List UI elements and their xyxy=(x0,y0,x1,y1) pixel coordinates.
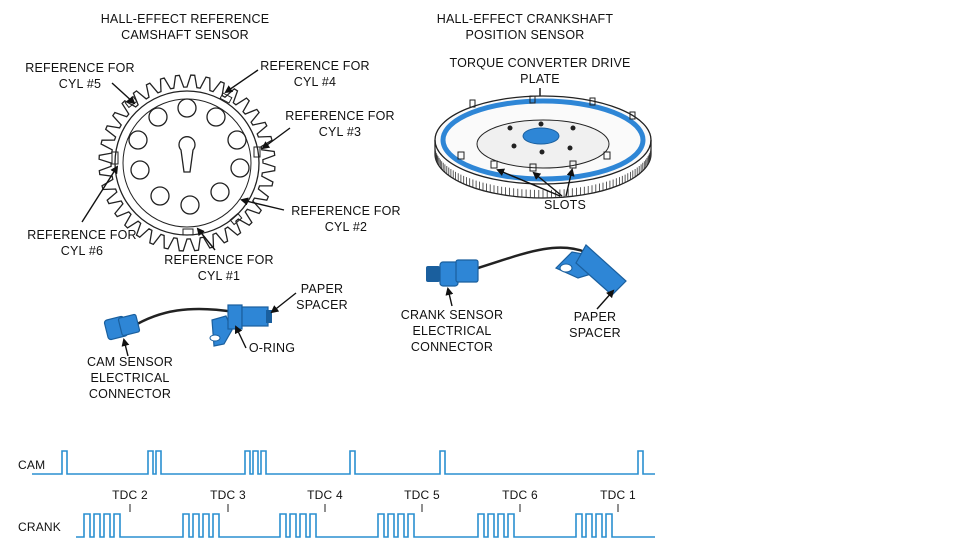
cam-ref-cyl2-line2: CYL #2 xyxy=(325,220,367,234)
tdc-label: TDC 2 xyxy=(112,488,148,502)
cam-connector-line2: ELECTRICAL xyxy=(90,371,169,385)
cam-ref-cyl5-line1: REFERENCE FOR xyxy=(25,61,135,75)
cam-ref-cyl2-line1: REFERENCE FOR xyxy=(291,204,401,218)
cam-paper-spacer-line1: PAPER xyxy=(301,282,343,296)
crank-slots-label: SLOTS xyxy=(544,198,586,212)
tdc-label: TDC 4 xyxy=(307,488,343,502)
crank-paper-spacer-line1: PAPER xyxy=(574,310,616,324)
cam-title-line1: HALL-EFFECT REFERENCE xyxy=(101,12,270,26)
tdc-markers: TDC 2 TDC 3 TDC 4 TDC 5 TDC 6 TDC 1 xyxy=(112,488,636,512)
cam-ref-cyl1-line2: CYL #1 xyxy=(198,269,240,283)
crank-section: HALL-EFFECT CRANKSHAFT POSITION SENSOR T… xyxy=(401,12,652,354)
cam-ref-cyl3-line2: CYL #3 xyxy=(319,125,361,139)
cam-paper-spacer-line2: SPACER xyxy=(296,298,348,312)
cam-sensor-assembly xyxy=(103,304,272,347)
cam-wave-label: CAM xyxy=(18,458,45,472)
cam-wave-trace xyxy=(32,450,655,475)
cam-ref-cyl4-line2: CYL #4 xyxy=(294,75,336,89)
cam-connector-line1: CAM SENSOR xyxy=(87,355,173,369)
drive-plate xyxy=(434,95,652,199)
tdc-label: TDC 3 xyxy=(210,488,246,502)
tdc-label: TDC 6 xyxy=(502,488,538,502)
crank-connector-line1: CRANK SENSOR xyxy=(401,308,503,322)
cam-ref-cyl6-line2: CYL #6 xyxy=(61,244,103,258)
cam-sprocket xyxy=(98,74,276,252)
waveform-section: CAM CRANK TDC 2 TDC 3 TDC 4 TDC 5 TDC 6 TDC 1 xyxy=(18,450,655,538)
tdc-label: TDC 1 xyxy=(600,488,636,502)
cam-ref-cyl3-line1: REFERENCE FOR xyxy=(285,109,395,123)
crank-title-line1: HALL-EFFECT CRANKSHAFT xyxy=(437,12,614,26)
cam-ref-cyl4-line1: REFERENCE FOR xyxy=(260,59,370,73)
crank-wave-trace xyxy=(76,513,655,538)
crank-wave-label: CRANK xyxy=(18,520,61,534)
cam-ref-cyl6-line1: REFERENCE FOR xyxy=(27,228,137,242)
crank-waveform xyxy=(76,513,655,538)
crank-title-line2: POSITION SENSOR xyxy=(466,28,585,42)
crank-paper-spacer-line2: SPACER xyxy=(569,326,621,340)
cam-ref-cyl5-line2: CYL #5 xyxy=(59,77,101,91)
cam-waveform xyxy=(32,450,655,475)
crank-plate-line2: PLATE xyxy=(520,72,560,86)
crank-plate-line1: TORQUE CONVERTER DRIVE xyxy=(449,56,630,70)
crank-sensor-assembly xyxy=(426,244,627,296)
crank-connector-line3: CONNECTOR xyxy=(411,340,493,354)
cam-ref-cyl1-line1: REFERENCE FOR xyxy=(164,253,274,267)
cam-leader-arrows xyxy=(81,69,291,251)
crank-connector-line2: ELECTRICAL xyxy=(412,324,491,338)
tdc-label: TDC 5 xyxy=(404,488,440,502)
cam-o-ring-label: O-RING xyxy=(249,341,295,355)
cam-title-line2: CAMSHAFT SENSOR xyxy=(121,28,249,42)
cam-section: HALL-EFFECT REFERENCE CAMSHAFT SENSOR xyxy=(25,12,401,401)
cam-connector-line3: CONNECTOR xyxy=(89,387,171,401)
